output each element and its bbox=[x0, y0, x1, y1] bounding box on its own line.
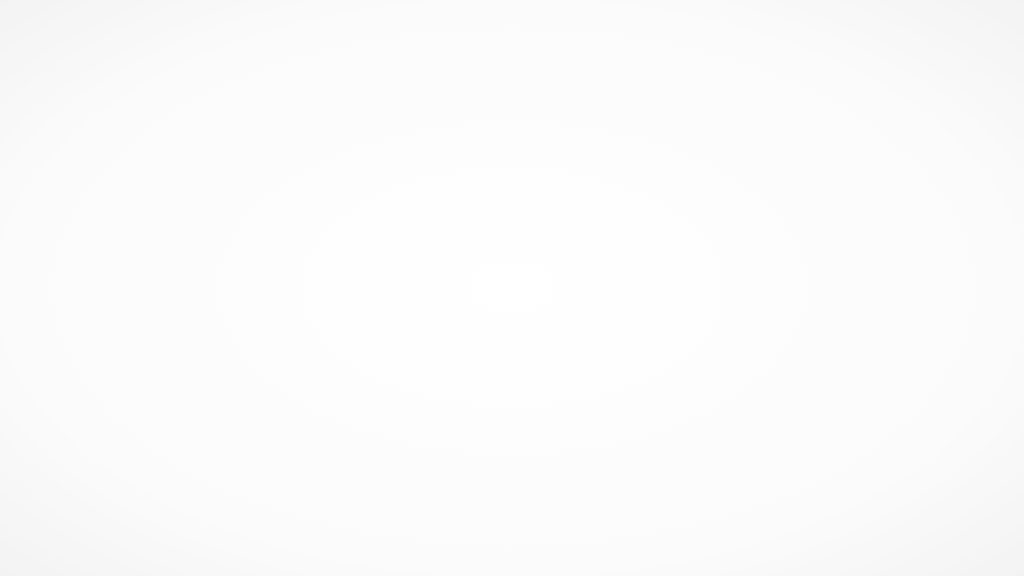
canvas-background bbox=[0, 0, 1024, 576]
diagram-canvas: DataUserModelDataModelFeedback collectsC… bbox=[0, 0, 1024, 576]
